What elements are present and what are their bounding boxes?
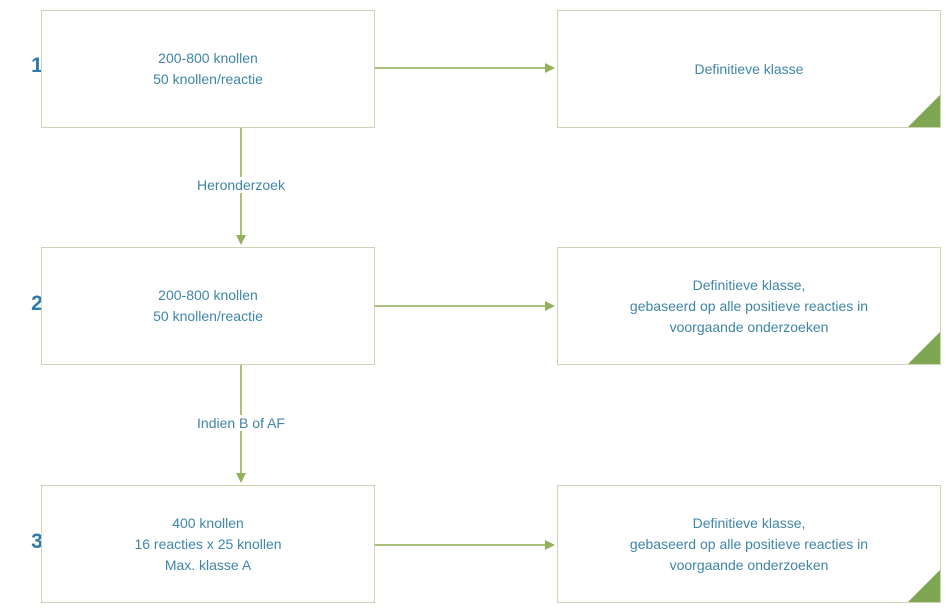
arrowhead-icon	[545, 63, 555, 73]
corner-marker-icon	[908, 95, 940, 127]
result-1-line: Definitieve klasse	[694, 60, 804, 77]
step-1-line: 200-800 knollen	[158, 50, 258, 66]
step-2-line: 50 knollen/reactie	[153, 308, 263, 324]
step-2-line: 200-800 knollen	[158, 287, 258, 303]
result-3-box: Definitieve klasse, gebaseerd op alle pos…	[557, 485, 941, 603]
result-3-line: gebaseerd op alle positieve reacties in	[629, 535, 869, 552]
result-3-line: Definitieve klasse,	[692, 514, 806, 531]
arrowhead-icon	[545, 301, 555, 311]
connector-label-2: Indien B of AF	[141, 415, 341, 431]
connector-label-1: Heronderzoek	[141, 177, 341, 193]
step-3-line: 16 reacties x 25 knollen	[134, 535, 282, 552]
result-2-line: voorgaande onderzoeken	[669, 318, 829, 335]
arrow-1-right	[375, 67, 547, 69]
step-2-box: 200-800 knollen 50 knollen/reactie	[41, 247, 375, 365]
arrowhead-icon	[236, 235, 246, 245]
step-1-line: 50 knollen/reactie	[153, 71, 263, 87]
step-number-1: 1	[31, 54, 43, 77]
step-number-2: 2	[31, 292, 43, 315]
result-3-line: voorgaande onderzoeken	[669, 556, 829, 573]
result-1-box: Definitieve klasse	[557, 10, 941, 128]
step-3-line: 400 knollen	[172, 514, 244, 531]
step-3-line: Max. klasse A	[164, 556, 252, 573]
step-1-box: 200-800 knollen 50 knollen/reactie	[41, 10, 375, 128]
corner-marker-icon	[908, 332, 940, 364]
result-2-line: Definitieve klasse,	[692, 276, 806, 293]
result-2-box: Definitieve klasse, gebaseerd op alle pos…	[557, 247, 941, 365]
corner-marker-icon	[908, 570, 940, 602]
arrowhead-icon	[545, 540, 555, 550]
arrow-2-right	[375, 305, 547, 307]
arrowhead-icon	[236, 473, 246, 483]
arrow-3-right	[375, 544, 547, 546]
result-2-line: gebaseerd op alle positieve reacties in	[629, 297, 869, 314]
step-number-3: 3	[31, 530, 43, 553]
